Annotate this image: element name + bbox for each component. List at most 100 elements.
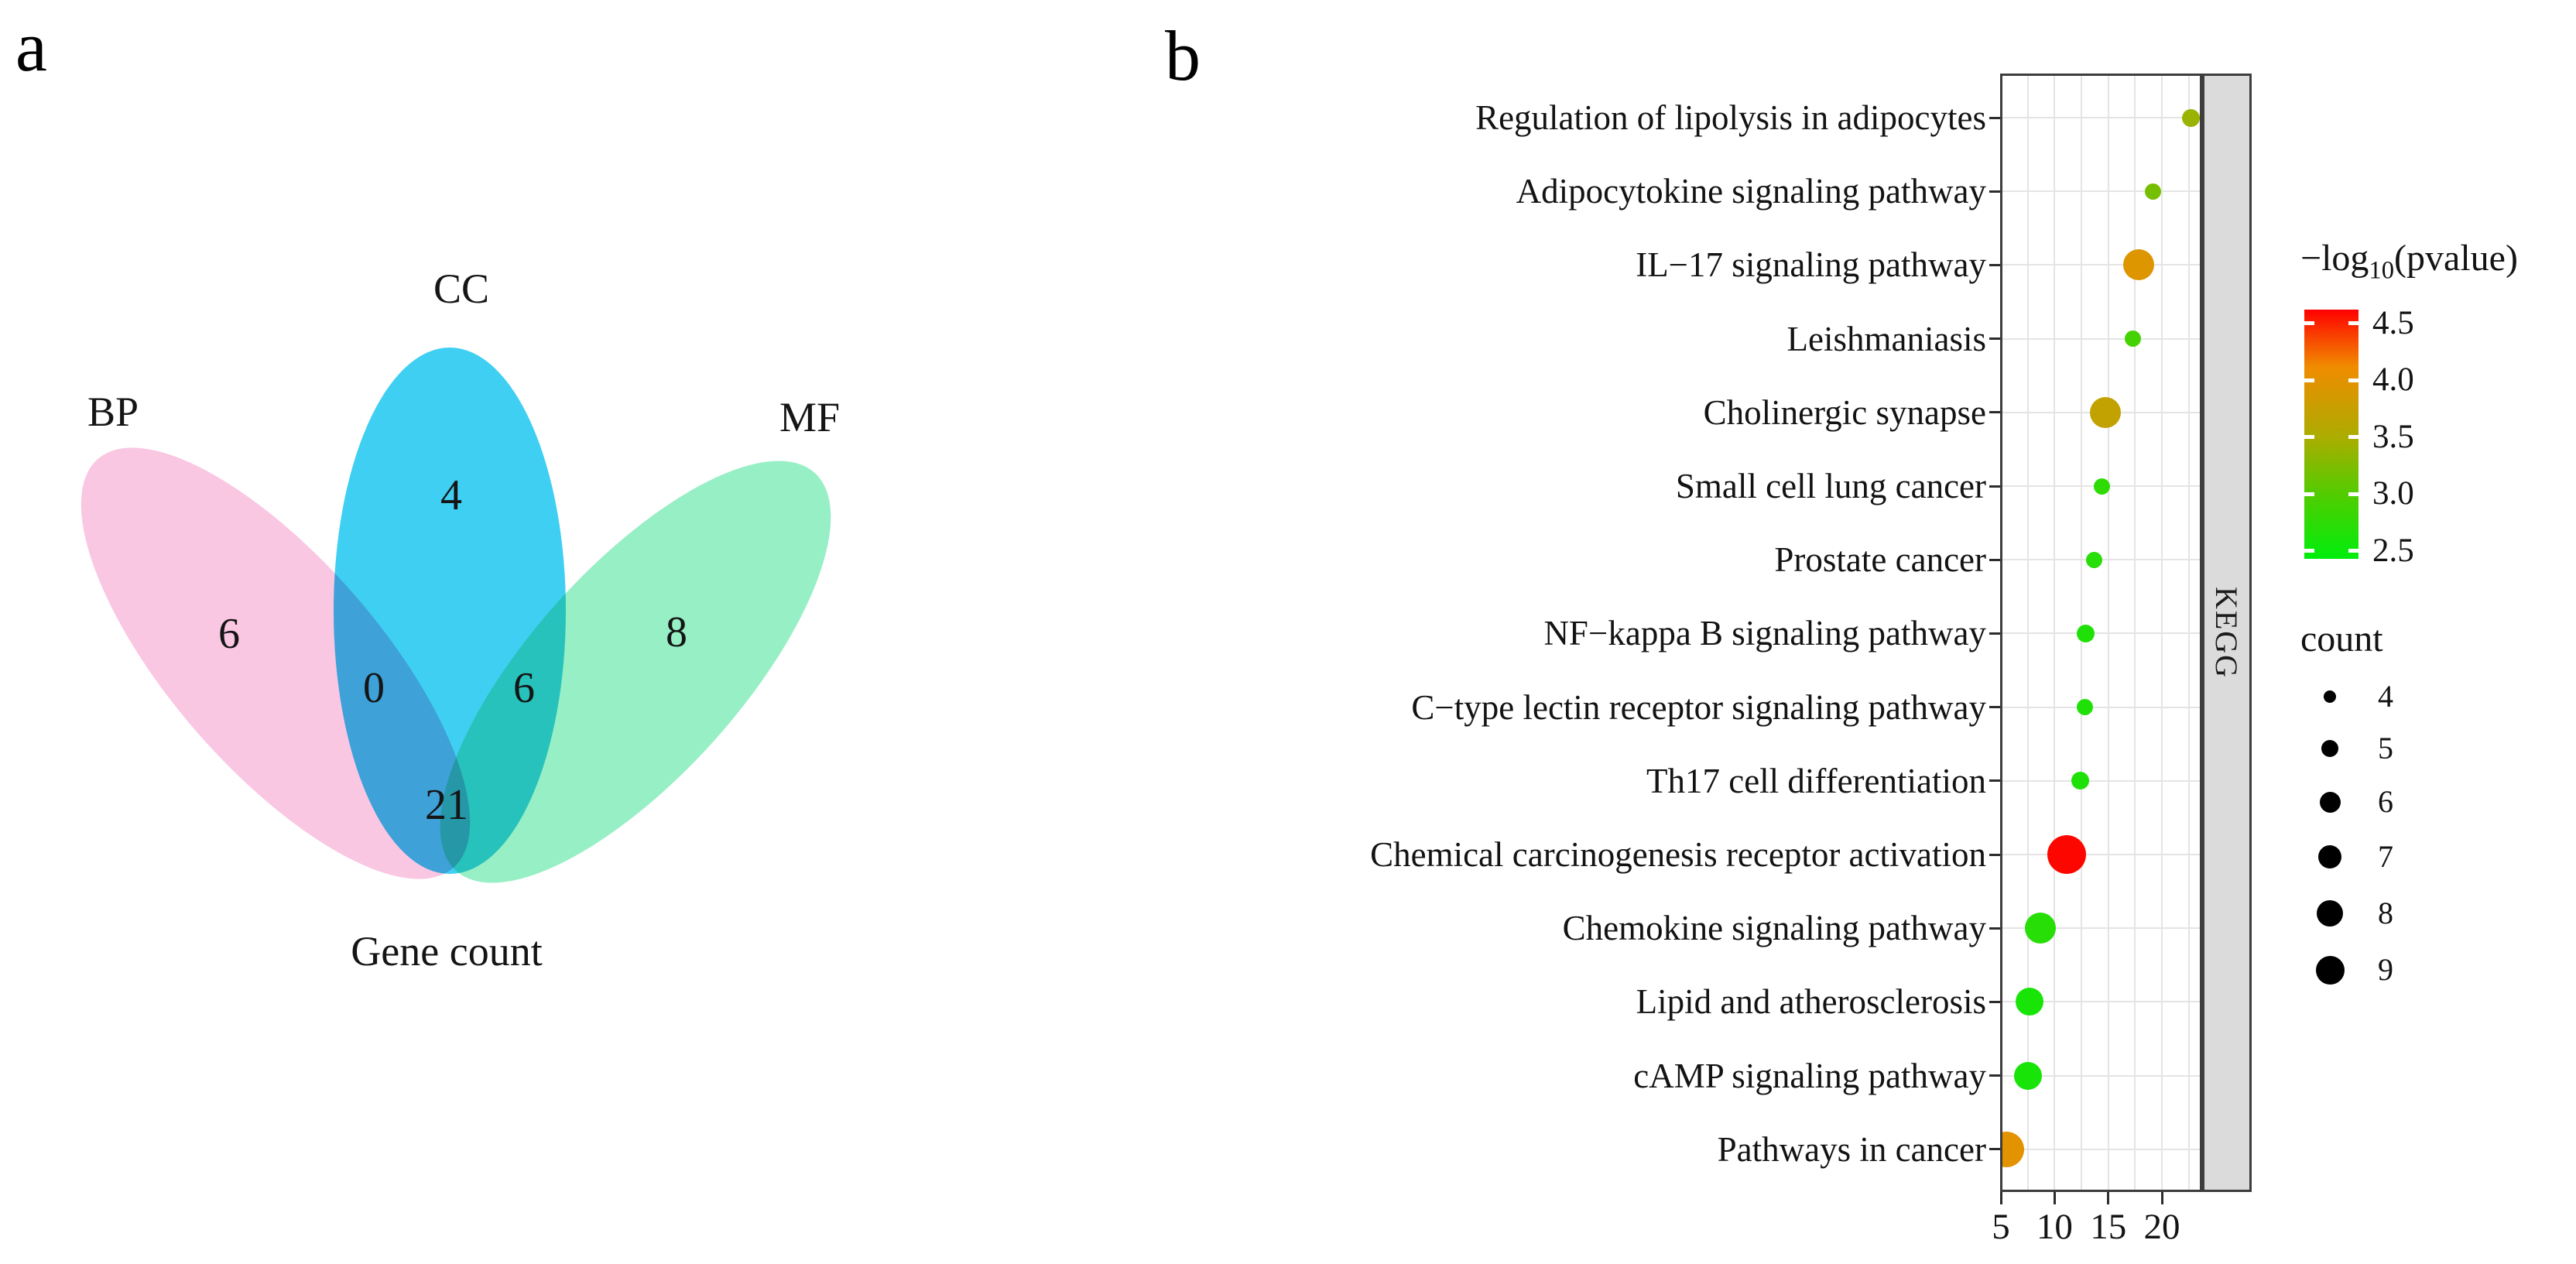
count-legend-label: 8 bbox=[2378, 896, 2393, 930]
y-axis-label: C−type lectin receptor signaling pathway bbox=[1411, 687, 1986, 727]
gridline-horizontal bbox=[2000, 927, 2202, 930]
count-legend-dot bbox=[2324, 690, 2336, 703]
data-dot bbox=[2093, 478, 2110, 495]
colorbar-tick-label: 4.0 bbox=[2372, 361, 2414, 399]
x-axis-tick bbox=[2160, 1192, 2163, 1204]
gridline-horizontal bbox=[2000, 1148, 2202, 1150]
count-legend-label: 7 bbox=[2378, 839, 2393, 874]
count-legend-dot bbox=[2315, 955, 2345, 985]
pvalue-legend-title: −log10(pvalue) bbox=[2300, 237, 2518, 286]
data-dot bbox=[2089, 396, 2121, 428]
y-axis-label: Chemical carcinogenesis receptor activat… bbox=[1370, 835, 1986, 874]
gridline-horizontal bbox=[2000, 632, 2202, 635]
venn-set-label-cc: CC bbox=[433, 265, 490, 312]
data-dot bbox=[2086, 551, 2103, 568]
venn-set-label-mf: MF bbox=[779, 394, 841, 440]
colorbar-tick-left bbox=[2304, 378, 2314, 382]
y-axis-tick bbox=[1989, 1074, 2000, 1077]
colorbar-tick-right bbox=[2348, 549, 2358, 553]
colorbar-tick-label: 3.5 bbox=[2372, 418, 2414, 455]
y-axis-label: Th17 cell differentiation bbox=[1646, 761, 1986, 800]
data-dot bbox=[2145, 183, 2162, 200]
count-legend-dot bbox=[2318, 845, 2341, 868]
y-axis-tick bbox=[1989, 116, 2000, 119]
colorbar-tick-left bbox=[2304, 549, 2314, 553]
colorbar-tick-left bbox=[2304, 321, 2314, 326]
gridline-horizontal bbox=[2000, 1074, 2202, 1077]
y-axis-tick bbox=[1989, 337, 2000, 341]
venn-count-bp-cc: 0 bbox=[363, 664, 385, 712]
y-axis-tick bbox=[1989, 190, 2000, 193]
data-dot bbox=[2047, 835, 2086, 874]
count-legend-dot bbox=[2321, 740, 2338, 757]
count-legend-label: 6 bbox=[2378, 784, 2393, 819]
venn-caption: Gene count bbox=[351, 928, 543, 975]
y-axis-label: Cholinergic synapse bbox=[1703, 392, 1986, 432]
data-dot bbox=[2013, 1061, 2042, 1090]
venn-count-mf: 8 bbox=[666, 608, 687, 656]
x-axis-tick bbox=[2053, 1192, 2056, 1204]
panel-b-label: b bbox=[1165, 16, 1201, 95]
y-axis-label: Prostate cancer bbox=[1774, 540, 1986, 580]
data-dot bbox=[2016, 988, 2044, 1016]
data-dot bbox=[2077, 624, 2095, 642]
gridline-horizontal bbox=[2000, 337, 2202, 340]
panel-a-label: a bbox=[15, 7, 47, 86]
y-axis-label: Pathways in cancer bbox=[1717, 1129, 1986, 1169]
y-axis-label: Leishmaniasis bbox=[1786, 319, 1986, 358]
y-axis-label: Small cell lung cancer bbox=[1675, 467, 1986, 505]
y-axis-label: Adipocytokine signaling pathway bbox=[1516, 172, 1986, 211]
y-axis-label: cAMP signaling pathway bbox=[1633, 1056, 1986, 1095]
facet-strip: KEGG bbox=[2202, 74, 2252, 1192]
y-axis-label: IL−17 signaling pathway bbox=[1636, 245, 1986, 285]
y-axis-tick bbox=[1989, 779, 2000, 783]
gridline-horizontal bbox=[2000, 1001, 2202, 1003]
data-dot bbox=[2181, 108, 2200, 127]
y-axis-label: Chemokine signaling pathway bbox=[1562, 909, 1986, 948]
colorbar-tick-right bbox=[2348, 321, 2358, 326]
y-axis-tick bbox=[1989, 411, 2000, 414]
count-legend-label: 4 bbox=[2378, 679, 2393, 714]
plot-panel bbox=[2000, 74, 2202, 1192]
y-axis-tick bbox=[1989, 263, 2000, 266]
pvalue-legend-title-sub: 10 bbox=[2369, 256, 2395, 285]
venn-count-bp-cc-mf: 21 bbox=[425, 781, 468, 829]
y-axis-tick bbox=[1989, 853, 2000, 856]
y-axis-tick bbox=[1989, 927, 2000, 930]
y-axis-label: Regulation of lipolysis in adipocytes bbox=[1475, 98, 1986, 137]
data-dot bbox=[2000, 1131, 2024, 1167]
y-axis-label: NF−kappa B signaling pathway bbox=[1543, 614, 1986, 653]
data-dot bbox=[2122, 249, 2154, 281]
colorbar-tick-right bbox=[2348, 435, 2358, 440]
y-axis-tick bbox=[1989, 558, 2000, 561]
gridline-horizontal bbox=[2000, 706, 2202, 708]
count-legend-title: count bbox=[2300, 618, 2383, 659]
colorbar-tick-right bbox=[2348, 378, 2358, 382]
gridline-horizontal bbox=[2000, 190, 2202, 193]
venn-count-cc-mf: 6 bbox=[513, 664, 535, 712]
pvalue-colorbar bbox=[2304, 310, 2358, 559]
x-axis-tick-label: 5 bbox=[1992, 1207, 2010, 1247]
count-legend-label: 5 bbox=[2378, 731, 2393, 766]
colorbar-tick-left bbox=[2304, 492, 2314, 496]
x-axis-tick bbox=[1999, 1192, 2002, 1204]
gridline-horizontal bbox=[2000, 854, 2202, 855]
venn-set-label-bp: BP bbox=[87, 389, 139, 435]
data-dot bbox=[2076, 699, 2093, 716]
colorbar-tick-label: 2.5 bbox=[2372, 532, 2414, 569]
data-dot bbox=[2025, 913, 2057, 944]
colorbar-tick-label: 4.5 bbox=[2372, 304, 2414, 341]
gridline-horizontal bbox=[2000, 264, 2202, 266]
x-axis-tick-label: 15 bbox=[2090, 1207, 2127, 1247]
pvalue-legend-title-prefix: −log bbox=[2300, 238, 2369, 279]
venn-count-cc: 4 bbox=[440, 471, 462, 519]
x-axis-tick bbox=[2107, 1192, 2110, 1204]
gridline-horizontal bbox=[2000, 117, 2202, 118]
count-legend-dot bbox=[2319, 791, 2341, 813]
count-legend-dot bbox=[2317, 900, 2343, 927]
y-axis-label: Lipid and atherosclerosis bbox=[1636, 982, 1986, 1022]
y-axis-tick bbox=[1989, 632, 2000, 635]
y-axis-tick bbox=[1989, 1148, 2000, 1151]
y-axis-tick bbox=[1989, 485, 2000, 488]
